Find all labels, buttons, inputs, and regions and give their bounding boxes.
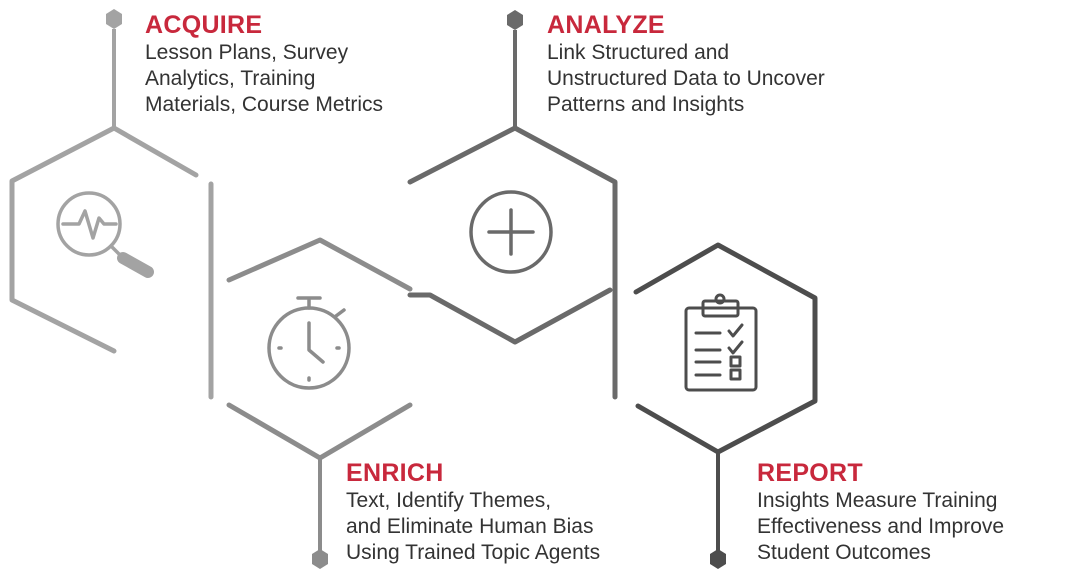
description-line: Effectiveness and Improve — [757, 515, 1005, 538]
enrich-label: ENRICH Text, Identify Themes, and Elimin… — [346, 460, 600, 566]
analyze-hexagon — [407, 125, 618, 400]
enrich-step — [226, 237, 413, 569]
description-line: Unstructured Data to Uncover — [547, 67, 825, 90]
stopwatch-icon — [267, 296, 351, 390]
description-line: Student Outcomes — [757, 541, 931, 564]
clipboard-checklist-icon — [684, 293, 758, 392]
analyze-pin-marker — [507, 10, 523, 30]
magnifier-pulse-icon — [56, 191, 123, 258]
step-title: ENRICH — [346, 459, 444, 487]
acquire-step — [9, 9, 214, 400]
description-line: and Eliminate Human Bias — [346, 515, 594, 538]
analyze-step — [407, 10, 618, 400]
acquire-pin-marker — [106, 9, 122, 29]
report-pin-marker — [710, 549, 726, 569]
step-title: ACQUIRE — [145, 11, 263, 39]
description-line: Link Structured and — [547, 41, 730, 64]
plus-circle-icon — [469, 190, 553, 274]
step-description: Link Structured and Unstructured Data to… — [547, 40, 825, 118]
report-step — [633, 242, 818, 569]
magnifier-handle — [117, 252, 154, 278]
enrich-pin-marker — [312, 549, 328, 569]
description-line: Text, Identify Themes, — [346, 489, 552, 512]
acquire-hexagon — [9, 125, 214, 400]
description-line: Lesson Plans, Survey — [145, 41, 349, 64]
description-line: Insights Measure Training — [757, 489, 998, 512]
report-hexagon — [633, 242, 818, 455]
step-description: Insights Measure Training Effectiveness … — [757, 488, 1004, 566]
enrich-hexagon — [226, 237, 413, 461]
description-line: Patterns and Insights — [547, 93, 745, 116]
analyze-label: ANALYZE Link Structured and Unstructured… — [547, 12, 825, 118]
step-title: REPORT — [757, 459, 863, 487]
acquire-label: ACQUIRE Lesson Plans, Survey Analytics, … — [145, 12, 383, 118]
step-description: Lesson Plans, Survey Analytics, Training… — [145, 40, 383, 118]
description-line: Materials, Course Metrics — [145, 93, 384, 116]
description-line: Using Trained Topic Agents — [346, 541, 601, 564]
description-line: Analytics, Training — [145, 67, 316, 90]
step-title: ANALYZE — [547, 11, 665, 39]
report-label: REPORT Insights Measure Training Effecti… — [757, 460, 1004, 566]
step-description: Text, Identify Themes, and Eliminate Hum… — [346, 488, 600, 566]
